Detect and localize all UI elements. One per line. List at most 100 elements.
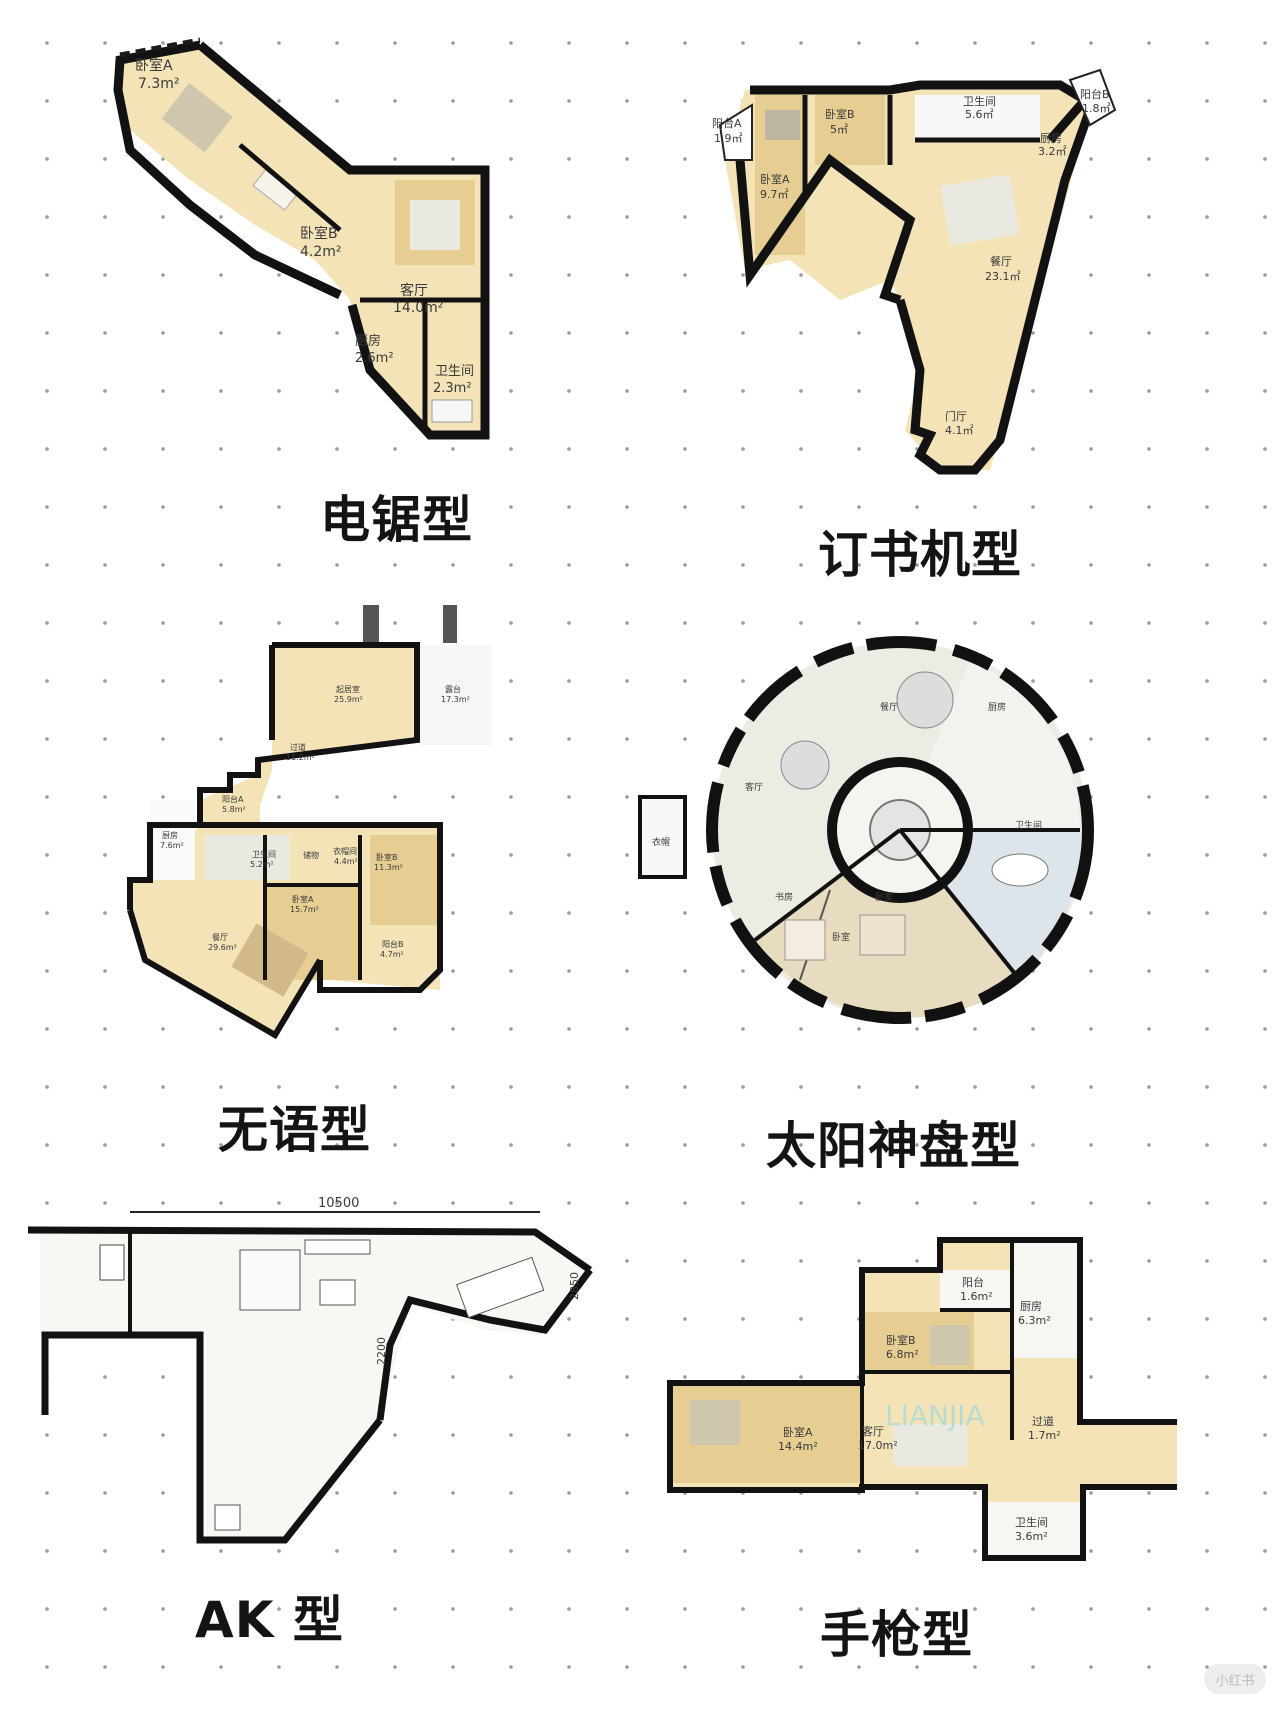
room-label: 衣帽 xyxy=(652,836,670,848)
room-label: 卫生间 xyxy=(435,364,474,379)
floorplan-speechless: 起居室 25.9m² 露台 17.3m² 过道 11.2m² 阳台A 5.8m²… xyxy=(127,605,492,1040)
plan-pistol-kitchen xyxy=(1013,1240,1080,1358)
room-area: 4.2m² xyxy=(300,244,342,260)
room-label: 卧室A xyxy=(292,894,314,904)
plan-pistol-walls xyxy=(859,1237,1177,1425)
room-area: 5.8m² xyxy=(222,805,246,814)
plan-sun-disk: 餐厅 厨房 客厅 卫生间 卧室 书房 卧室 衣帽 太阳神盘型 xyxy=(638,600,1280,1180)
plan-sun-disk-table xyxy=(784,919,826,961)
plan-caption: 手枪型 xyxy=(820,1606,973,1664)
plan-sun-disk-bed xyxy=(859,914,906,956)
plan-stapler-bed xyxy=(765,110,800,140)
room-area: 17.3m² xyxy=(441,695,470,704)
plan-speechless-bathroom xyxy=(205,835,290,880)
floorplan-pistol: LIANJIA 阳台 1.6m² 厨房 6.3m² 卧室B 6.8m² 卧室A … xyxy=(667,1237,1177,1561)
floorplan-stapler: 阳台A 1.9㎡ 卧室A 9.7㎡ 卧室B 5㎡ 卫生间 5.6㎡ 阳台B 1.… xyxy=(712,68,1117,475)
room-label: 厨房 xyxy=(355,333,381,349)
plan-sun-disk-dining-table xyxy=(896,671,954,729)
plan-pistol-balcony xyxy=(940,1270,1013,1310)
room-label: 卧室B xyxy=(886,1333,916,1347)
plan-ak-radiator xyxy=(304,1239,371,1255)
room-label: 起居室 xyxy=(336,684,360,694)
room-area: 17.0m² xyxy=(858,1439,898,1452)
room-area: 11.2m² xyxy=(286,753,315,762)
room-label: 卫生间 xyxy=(1015,819,1042,831)
room-label: 卧室A xyxy=(135,57,173,74)
plan-saw: 卧室A 7.3m² 卧室B 4.2m² 客厅 14.0m² 厨房 2.6m² 卫… xyxy=(0,0,640,560)
room-label: 卫生间 xyxy=(963,94,996,108)
room-label: 过道 xyxy=(1032,1414,1054,1428)
room-label: 卧室 xyxy=(875,891,893,903)
plan-pistol-bed-a xyxy=(690,1400,740,1445)
plan-speechless-lounger xyxy=(443,605,457,643)
room-area: 6.8m² xyxy=(886,1348,919,1361)
room-area: 5.6㎡ xyxy=(965,108,994,121)
room-label: 卫生间 xyxy=(1015,1515,1048,1529)
plan-pistol-bathroom xyxy=(985,1502,1083,1558)
room-label: 客厅 xyxy=(745,781,763,793)
dimension-label: 10500 xyxy=(318,1196,359,1211)
room-label: 卧室B xyxy=(825,107,855,121)
floorplan-ak: 10500 2200 2850 xyxy=(27,1196,593,1544)
room-label: 卧室B xyxy=(300,225,338,242)
plan-saw-bed xyxy=(161,83,233,153)
plan-stapler-walls-outer xyxy=(895,93,1100,475)
plan-stapler-walls-inner xyxy=(735,153,916,305)
room-label: 露台 xyxy=(445,684,461,694)
room-label: 卧室A xyxy=(760,172,790,186)
plan-speechless-walls-4 xyxy=(195,822,443,993)
room-area: 5㎡ xyxy=(830,123,848,136)
plan-ak-bed xyxy=(239,1249,301,1311)
plan-pistol-rug xyxy=(893,1424,967,1466)
plan-saw-walls xyxy=(197,41,490,440)
plan-saw-fixture xyxy=(431,399,473,423)
room-area: 7.3m² xyxy=(138,76,180,92)
plan-speechless-kitchen xyxy=(150,800,195,880)
plan-speechless-walls-2 xyxy=(127,909,323,1040)
room-label: 阳台A xyxy=(222,794,244,804)
plan-pistol: LIANJIA 阳台 1.6m² 厨房 6.3m² 卧室B 6.8m² 卧室A … xyxy=(640,1237,1280,1712)
room-label: 储物 xyxy=(303,850,319,860)
room-area: 1.6m² xyxy=(960,1290,993,1303)
room-label: 餐厅 xyxy=(990,254,1012,268)
plan-ak-walls-bottom xyxy=(41,1331,383,1544)
room-area: 2.3m² xyxy=(433,381,472,396)
floorplan-sun-disk: 餐厅 厨房 客厅 卫生间 卧室 书房 卧室 衣帽 xyxy=(638,636,1094,1024)
room-label: 阳台A xyxy=(712,116,742,130)
plan-ak-table xyxy=(319,1279,356,1306)
plan-caption: AK 型 xyxy=(195,1591,344,1649)
room-area: 4.4m² xyxy=(334,857,358,866)
room-label: 厨房 xyxy=(1020,1300,1042,1313)
room-label: 餐厅 xyxy=(880,701,898,713)
room-area: 1.8㎡ xyxy=(1082,102,1111,115)
plan-ak-walls-right xyxy=(376,1267,593,1421)
plan-ak-kitchen-counter xyxy=(455,1256,545,1319)
plan-pistol-bed-b xyxy=(930,1325,970,1365)
room-label: 卧室B xyxy=(376,852,398,862)
floorplan-saw: 卧室A 7.3m² 卧室B 4.2m² 客厅 14.0m² 厨房 2.6m² 卫… xyxy=(113,37,490,440)
room-label: 阳台 xyxy=(962,1275,984,1289)
room-area: 1.7m² xyxy=(1028,1429,1061,1442)
watermark-badge: 小红书 xyxy=(1204,1664,1266,1694)
room-area: 23.1㎡ xyxy=(985,270,1021,283)
plan-caption: 无语型 xyxy=(218,1101,371,1159)
plan-stapler-balcony-b xyxy=(1068,68,1117,127)
room-label: 厨房 xyxy=(162,830,178,840)
room-area: 3.6m² xyxy=(1015,1530,1048,1543)
room-label: 卫生间 xyxy=(252,849,276,859)
room-area: 7.6m² xyxy=(160,841,184,850)
plan-sun-disk-closet xyxy=(638,795,687,879)
plan-sun-disk-partition-2 xyxy=(898,828,1022,982)
plan-saw-partition xyxy=(238,143,342,232)
plan-ak-shower xyxy=(99,1244,125,1281)
room-label: 厨房 xyxy=(1040,132,1062,145)
room-label: 卧室 xyxy=(832,931,850,943)
plan-speechless: 起居室 25.9m² 露台 17.3m² 过道 11.2m² 阳台A 5.8m²… xyxy=(0,580,640,1160)
room-label: 门厅 xyxy=(945,409,967,423)
room-label: 客厅 xyxy=(862,1424,884,1438)
plan-ak: 10500 2200 2850 AK 型 xyxy=(0,1160,640,1712)
plan-saw-window xyxy=(119,37,201,58)
plan-sun-disk-round-sofa xyxy=(780,740,830,790)
room-area: 11.3m² xyxy=(374,863,403,872)
room-area: 9.7㎡ xyxy=(760,188,789,201)
